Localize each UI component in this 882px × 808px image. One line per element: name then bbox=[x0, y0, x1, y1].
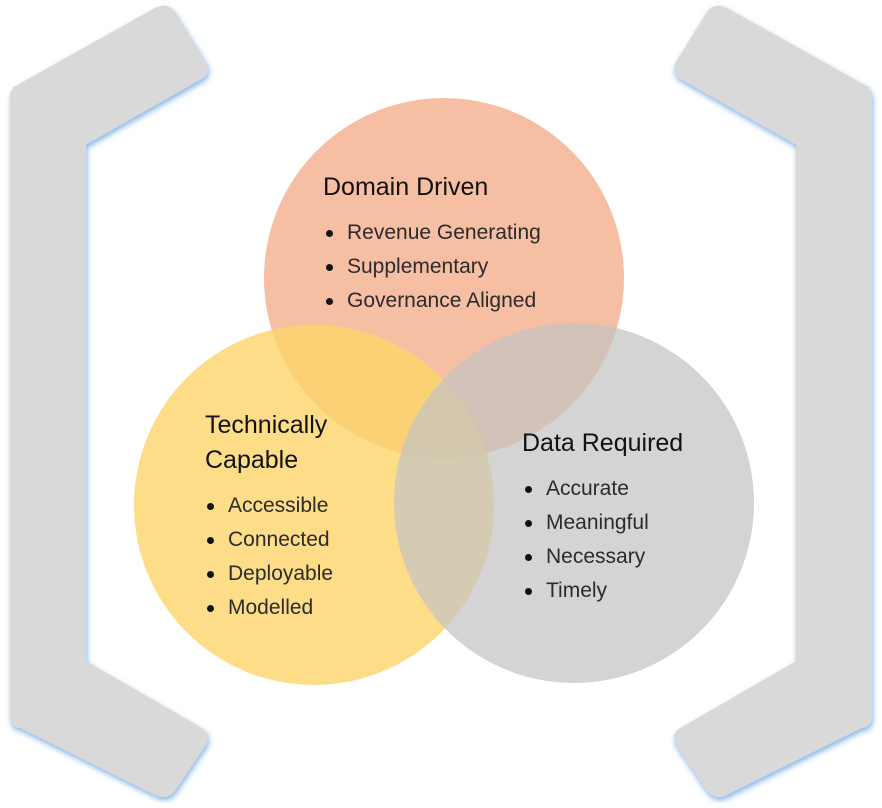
right-bracket-top-arm bbox=[674, 5, 870, 146]
list-item: Necessary bbox=[524, 540, 649, 574]
data-required-title: Data Required bbox=[522, 429, 684, 457]
left-bracket-bottom-arm bbox=[12, 660, 208, 798]
list-item: Accessible bbox=[206, 489, 333, 523]
right-bracket-shape bbox=[674, 5, 872, 798]
data-required-list: Accurate Meaningful Necessary Timely bbox=[524, 472, 649, 608]
domain-driven-title: Domain Driven bbox=[323, 173, 489, 201]
list-item: Deployable bbox=[206, 557, 333, 591]
list-item: Modelled bbox=[206, 591, 333, 625]
list-item: Meaningful bbox=[524, 506, 649, 540]
list-item: Governance Aligned bbox=[325, 284, 541, 318]
right-bracket-spine bbox=[796, 86, 872, 728]
technically-capable-title: Technically Capable bbox=[205, 411, 328, 474]
right-bracket-bottom-arm bbox=[674, 660, 870, 798]
list-item: Connected bbox=[206, 523, 333, 557]
list-item: Accurate bbox=[524, 472, 649, 506]
left-bracket-top-arm bbox=[12, 5, 208, 146]
list-item: Revenue Generating bbox=[325, 216, 541, 250]
data-required-circle bbox=[394, 323, 754, 683]
left-bracket-spine bbox=[10, 86, 86, 728]
technically-capable-circle bbox=[134, 325, 494, 685]
list-item: Timely bbox=[524, 574, 649, 608]
technically-capable-list: Accessible Connected Deployable Modelled bbox=[206, 489, 333, 625]
list-item: Supplementary bbox=[325, 250, 541, 284]
domain-driven-list: Revenue Generating Supplementary Governa… bbox=[325, 216, 541, 318]
left-bracket-shape bbox=[10, 5, 208, 798]
